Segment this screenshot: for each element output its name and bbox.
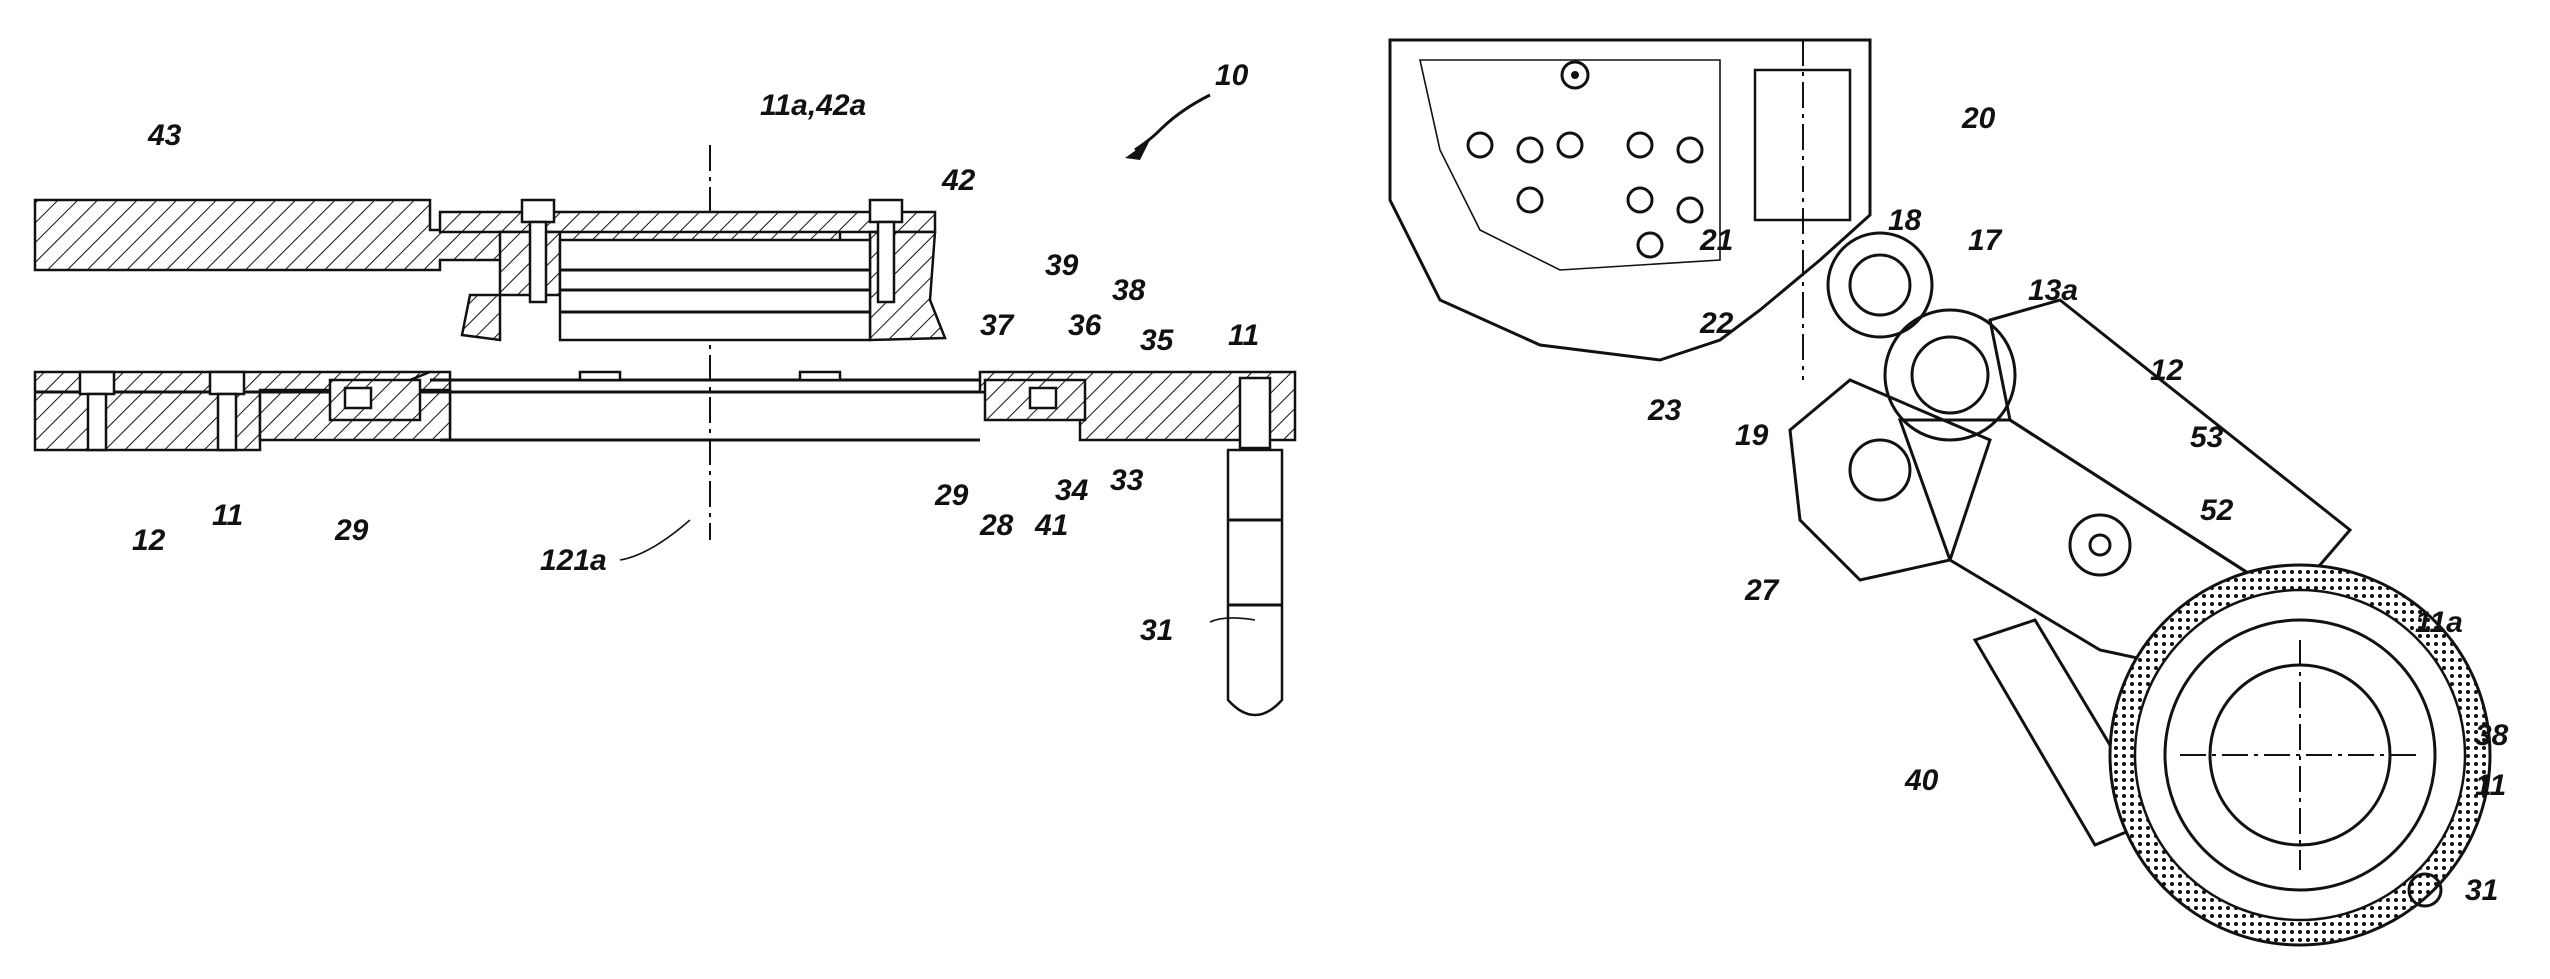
bolt-shank xyxy=(218,394,236,450)
label-53: 53 xyxy=(2190,421,2224,454)
bolt-shank xyxy=(878,222,894,302)
pin-31 xyxy=(1228,450,1282,715)
label-34: 34 xyxy=(1055,474,1089,507)
ring-insert-left xyxy=(345,388,371,408)
bolt-head xyxy=(522,200,554,222)
bracket-holes xyxy=(1468,62,1702,257)
label-11-left: 11 xyxy=(212,499,243,532)
label-28: 28 xyxy=(979,509,1014,542)
tab xyxy=(580,372,620,380)
label-18: 18 xyxy=(1888,204,1922,237)
bolt-shank xyxy=(88,394,106,450)
label-19: 19 xyxy=(1735,419,1769,452)
left-labels: 10 11a,42a 43 42 39 38 37 36 35 11 11 12… xyxy=(132,59,1259,647)
label-22: 22 xyxy=(1699,307,1734,340)
label-11a: 11a xyxy=(2415,606,2463,639)
upper-flange xyxy=(440,212,935,232)
pin-head xyxy=(1240,378,1270,448)
label-40: 40 xyxy=(1904,764,1939,797)
bolt-head xyxy=(80,372,114,394)
bolt-head xyxy=(870,200,902,222)
label-36: 36 xyxy=(1068,309,1102,342)
label-29-left: 29 xyxy=(334,514,369,547)
ring-assembly-left xyxy=(330,380,420,420)
label-20: 20 xyxy=(1961,102,1996,135)
tab xyxy=(800,372,840,380)
label-38: 38 xyxy=(1112,274,1146,307)
section-view xyxy=(35,95,1295,715)
pivot-52 xyxy=(2090,535,2110,555)
label-23: 23 xyxy=(1647,394,1682,427)
bolt-shank xyxy=(530,222,546,302)
label-31-left: 31 xyxy=(1140,614,1173,647)
label-12: 12 xyxy=(132,524,166,557)
label-11-right: 11 xyxy=(1228,319,1259,352)
label-43: 43 xyxy=(147,119,182,152)
label-27: 27 xyxy=(1744,574,1780,607)
label-11: 11 xyxy=(2475,769,2506,802)
label-39: 39 xyxy=(1045,249,1079,282)
label-41: 41 xyxy=(1034,509,1068,542)
label-12: 12 xyxy=(2150,354,2184,387)
label-29-right: 29 xyxy=(934,479,969,512)
label-38: 38 xyxy=(2475,719,2509,752)
bolt-head xyxy=(210,372,244,394)
label-13a: 13a xyxy=(2028,274,2078,307)
label-35: 35 xyxy=(1140,324,1175,357)
label-42: 42 xyxy=(941,164,976,197)
bracket-inner xyxy=(1420,60,1720,270)
arrow-10 xyxy=(1135,95,1210,150)
label-10: 10 xyxy=(1215,59,1249,92)
plan-view xyxy=(1390,40,2490,945)
label-33: 33 xyxy=(1110,464,1144,497)
arm-12 xyxy=(1990,300,2350,600)
bracket-27 xyxy=(1790,380,1990,580)
label-31-right: 31 xyxy=(2465,874,2498,907)
ring-insert-right xyxy=(1030,388,1056,408)
label-17: 17 xyxy=(1968,224,2003,257)
label-37: 37 xyxy=(980,309,1015,342)
label-11a42a: 11a,42a xyxy=(760,89,866,122)
arrow-10-head xyxy=(1125,140,1150,160)
bracket-27-hole xyxy=(1850,440,1910,500)
label-52: 52 xyxy=(2200,494,2234,527)
pivot-53 xyxy=(2070,515,2130,575)
gear-17-hub xyxy=(1912,337,1988,413)
leader-121a xyxy=(620,520,690,560)
gear-18 xyxy=(1828,233,1932,337)
label-121a: 121a xyxy=(540,544,607,577)
label-21: 21 xyxy=(1699,224,1733,257)
gear-18-hub xyxy=(1850,255,1910,315)
